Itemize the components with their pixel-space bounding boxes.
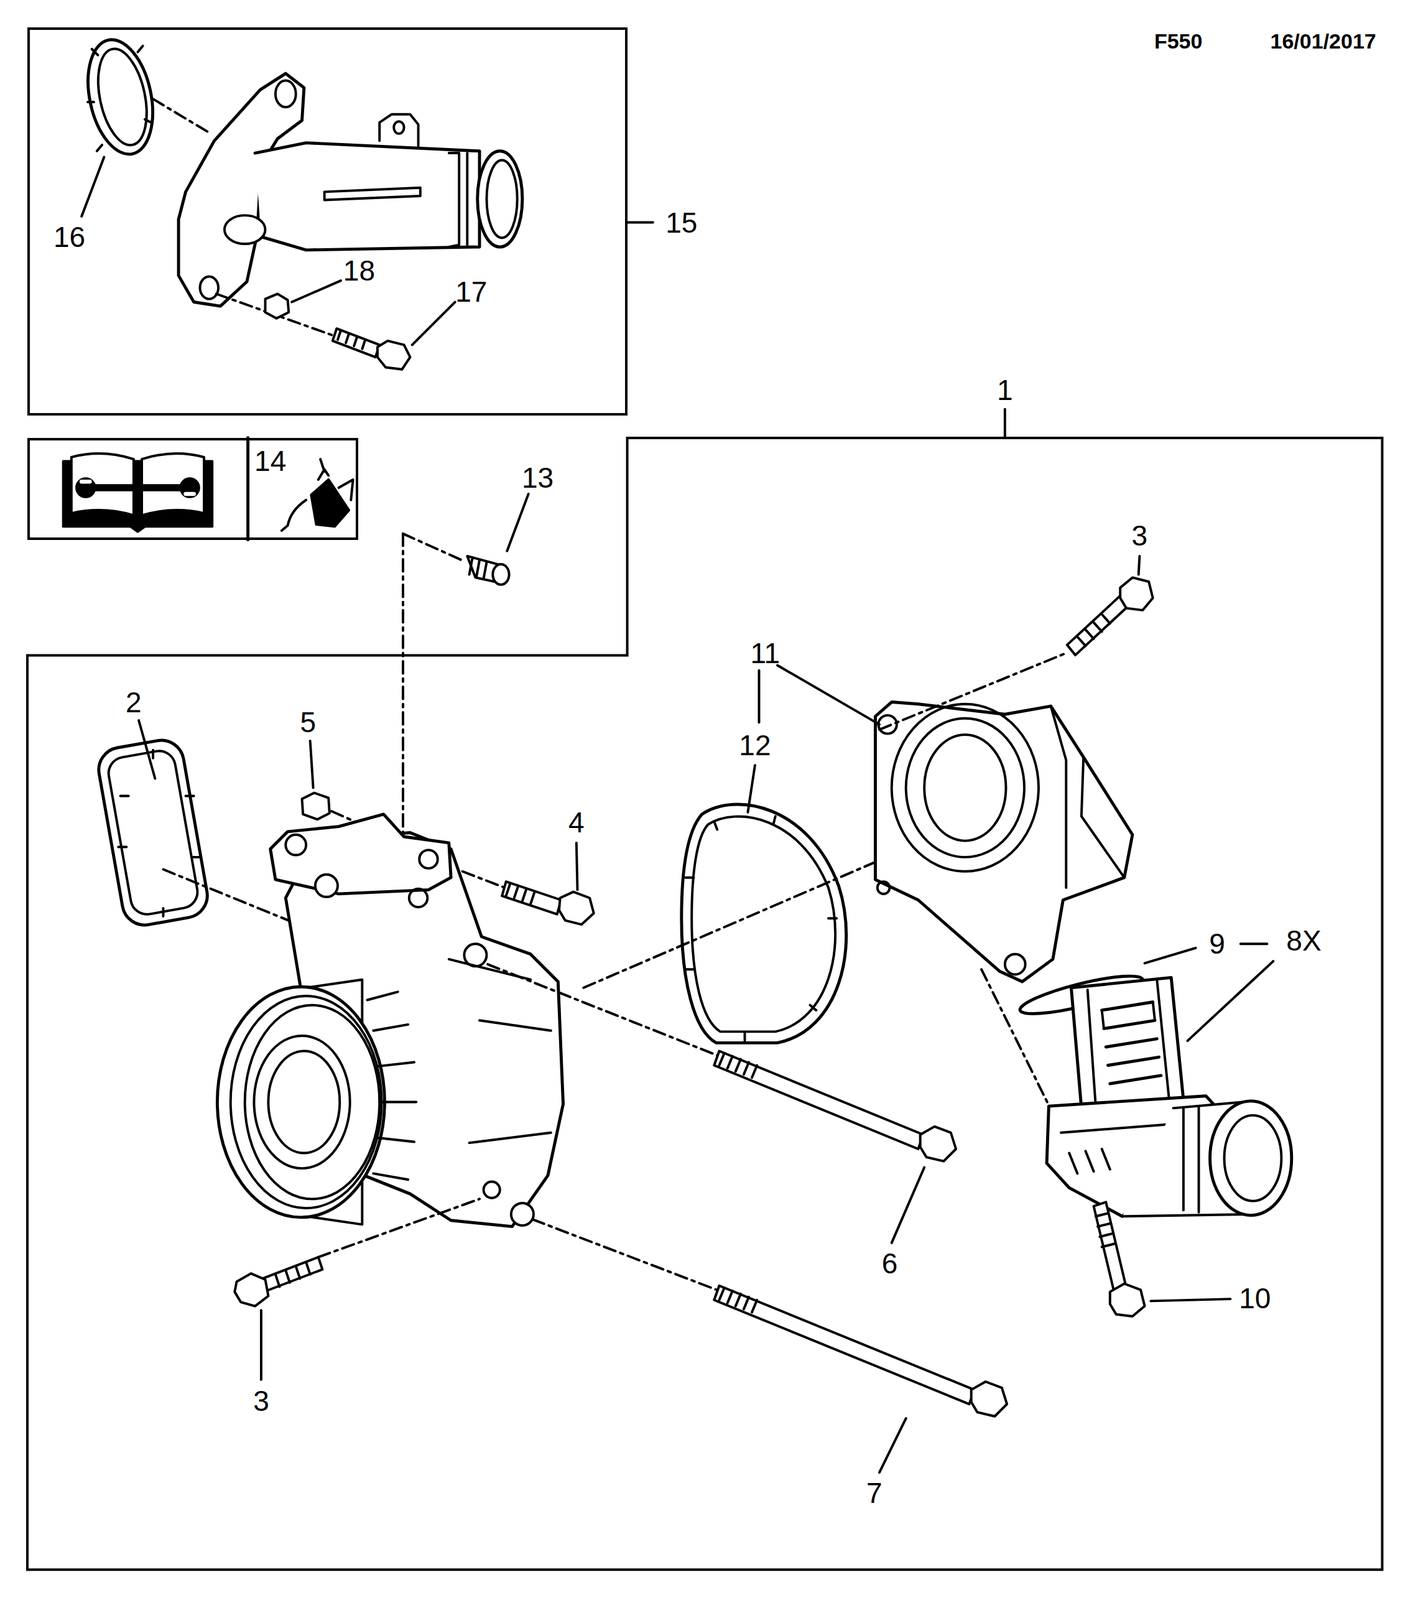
callout-number: 11: [750, 638, 780, 668]
long-bolt: [487, 963, 956, 1243]
thermostat: [981, 960, 1292, 1216]
assembly-box: 15: [27, 27, 628, 415]
water-pump: [217, 814, 563, 1227]
sheet-reference: F550: [1154, 30, 1203, 52]
callout-number: 16: [53, 222, 86, 252]
callout-number: 18: [343, 256, 376, 285]
callout-number: 10: [1238, 1283, 1271, 1313]
callout-number: 3: [1131, 521, 1149, 550]
thermostat-housing: [758, 653, 1132, 982]
sealant-icon: [281, 458, 354, 531]
callout-number: 8X: [1286, 926, 1321, 955]
callout-number: 15: [665, 208, 698, 237]
callout-number: 4: [568, 807, 585, 837]
callout-number: 2: [125, 687, 142, 717]
callout-number: 6: [881, 1248, 899, 1278]
box-outline: [27, 437, 1382, 1570]
leader-line: [627, 221, 654, 224]
callout-number: 17: [455, 277, 487, 306]
leader-line: [1003, 409, 1007, 438]
long-bolt: [532, 1218, 1007, 1473]
callout-number: 14: [254, 446, 287, 476]
callout-number: 5: [300, 707, 317, 737]
callout-number: 3: [253, 1386, 270, 1415]
assembly-box: 1: [27, 437, 1382, 1570]
sheet-reference: 16/01/2017: [1270, 30, 1377, 52]
gasket: [95, 720, 297, 929]
coolant-pipe: [78, 33, 523, 370]
plug-bolt: [403, 493, 529, 880]
callout-number: 13: [521, 463, 554, 492]
callout-number: 1: [996, 375, 1014, 405]
service-box: 14: [27, 437, 359, 540]
gasket: [681, 764, 847, 1043]
bolt: [1093, 1201, 1231, 1316]
callout-number: 9: [1209, 929, 1226, 958]
callout-number: 7: [866, 1478, 883, 1507]
bolt: [234, 1198, 480, 1379]
bolt: [1067, 555, 1154, 655]
callout-number: 12: [738, 730, 771, 760]
manual-icon: [63, 453, 213, 532]
box-divider: [246, 437, 250, 540]
